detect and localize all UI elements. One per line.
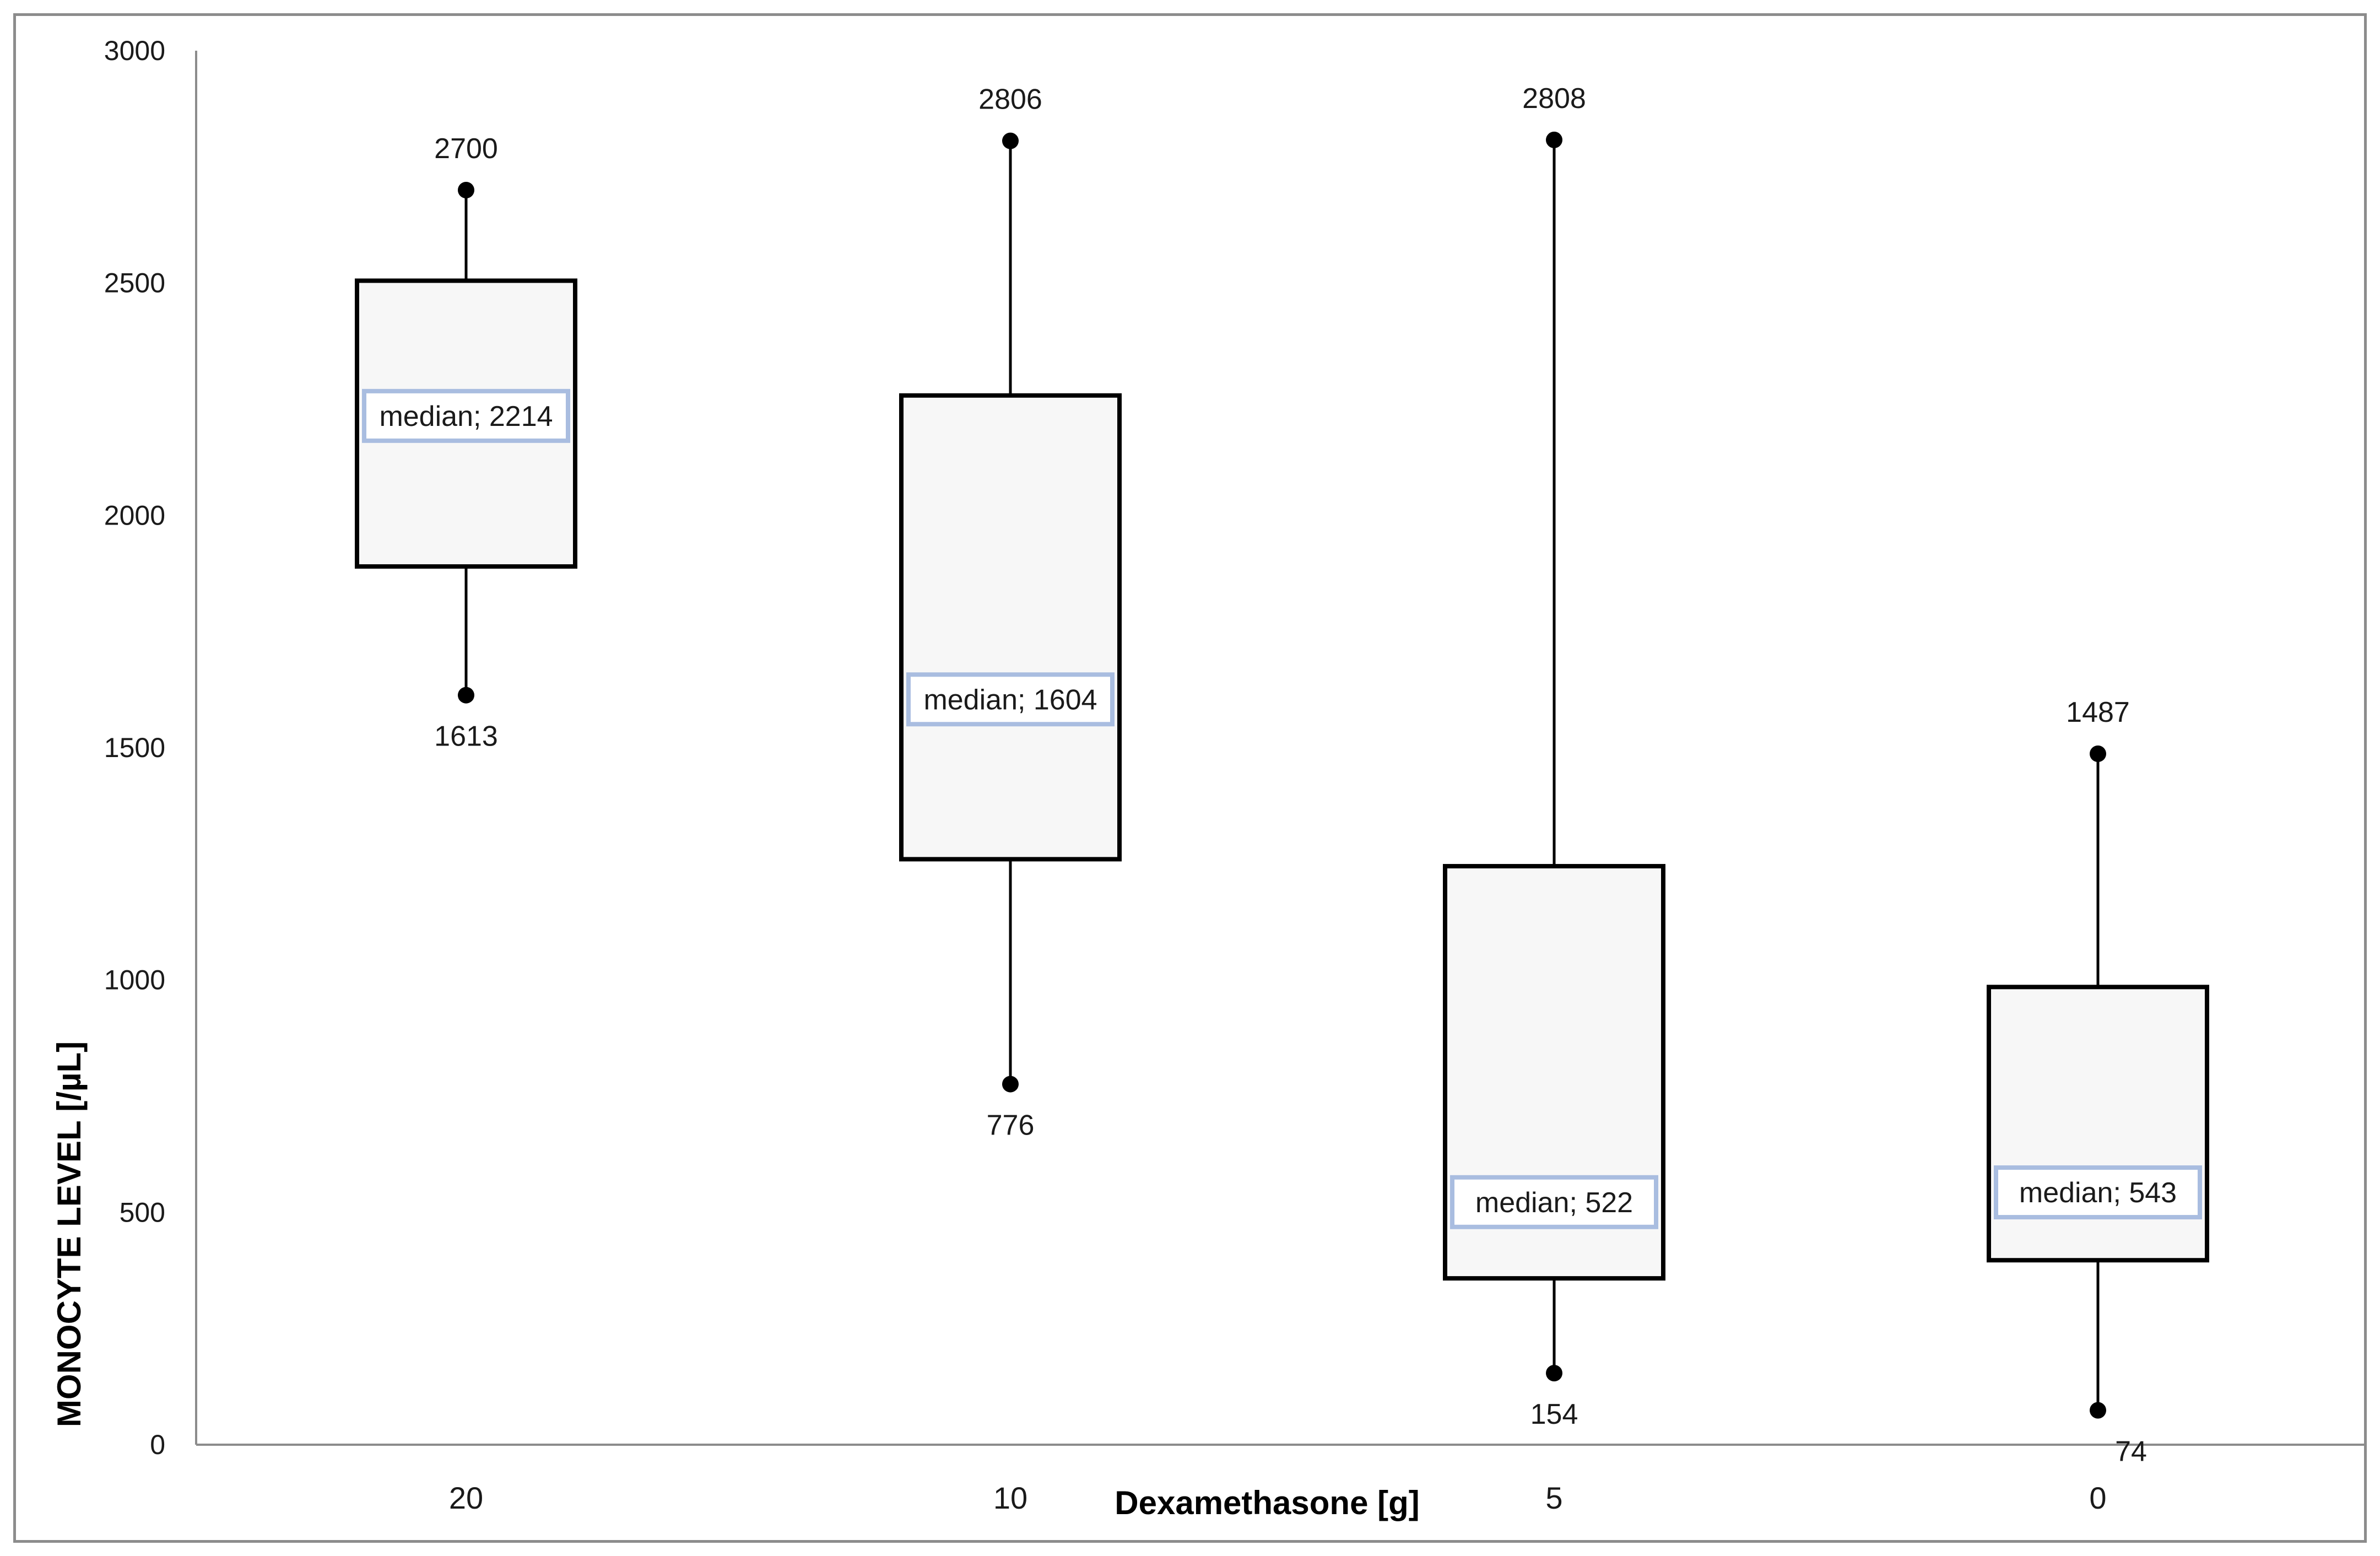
y-tick-label: 2000	[104, 500, 165, 531]
x-tick-label: 5	[1545, 1481, 1562, 1515]
x-tick-label: 20	[449, 1481, 483, 1515]
min-label: 154	[1530, 1398, 1578, 1430]
min-point	[458, 687, 474, 704]
box-0: 1487 74 median; 543	[1987, 696, 2209, 1468]
min-point	[2090, 1402, 2106, 1419]
min-label: 1613	[434, 721, 498, 753]
median-label: median; 1604	[923, 684, 1097, 716]
max-point	[2090, 745, 2106, 762]
box-20: 2700 1613 median; 2214	[355, 133, 577, 753]
median-label-box	[1450, 1175, 1658, 1229]
y-tick-label: 0	[150, 1429, 165, 1460]
max-label: 2700	[434, 133, 498, 165]
box-10: 2806 776 median; 1604	[899, 84, 1122, 1142]
min-label: 776	[987, 1110, 1035, 1142]
max-label: 1487	[2066, 696, 2130, 728]
min-label: 74	[2115, 1436, 2147, 1468]
median-label: median; 2214	[379, 401, 553, 433]
median-label-box	[1994, 1165, 2202, 1220]
max-label: 2806	[978, 84, 1042, 116]
max-point	[458, 182, 474, 198]
max-point	[1002, 132, 1019, 149]
y-tick-label: 3000	[104, 35, 165, 66]
y-tick-label: 500	[120, 1197, 165, 1228]
min-point	[1546, 1365, 1562, 1382]
max-label: 2808	[1522, 83, 1586, 115]
x-tick-group: 20 10 5 0	[449, 1481, 2107, 1515]
median-label: median; 522	[1475, 1187, 1633, 1219]
chart-frame	[13, 13, 2367, 1543]
median-label: median; 543	[2019, 1177, 2177, 1209]
y-tick-label: 2500	[104, 268, 165, 299]
y-axis-title: MONOCYTE LEVEL [/µL]	[51, 1041, 88, 1427]
y-tick-label: 1500	[104, 732, 165, 763]
x-tick-label: 10	[993, 1481, 1027, 1515]
min-point	[1002, 1076, 1019, 1093]
median-label-box	[906, 672, 1115, 727]
iqr-box	[899, 393, 1122, 862]
median-label-box	[362, 388, 570, 443]
x-axis-title: Dexamethasone [g]	[1115, 1484, 1419, 1521]
max-point	[1546, 131, 1562, 148]
x-tick-label: 0	[2089, 1481, 2106, 1515]
box-5: 2808 154 median; 522	[1443, 83, 1665, 1430]
y-tick-label: 1000	[104, 965, 165, 996]
y-tick-group: 0 500 1000 1500 2000 2500 3000	[104, 35, 165, 1460]
